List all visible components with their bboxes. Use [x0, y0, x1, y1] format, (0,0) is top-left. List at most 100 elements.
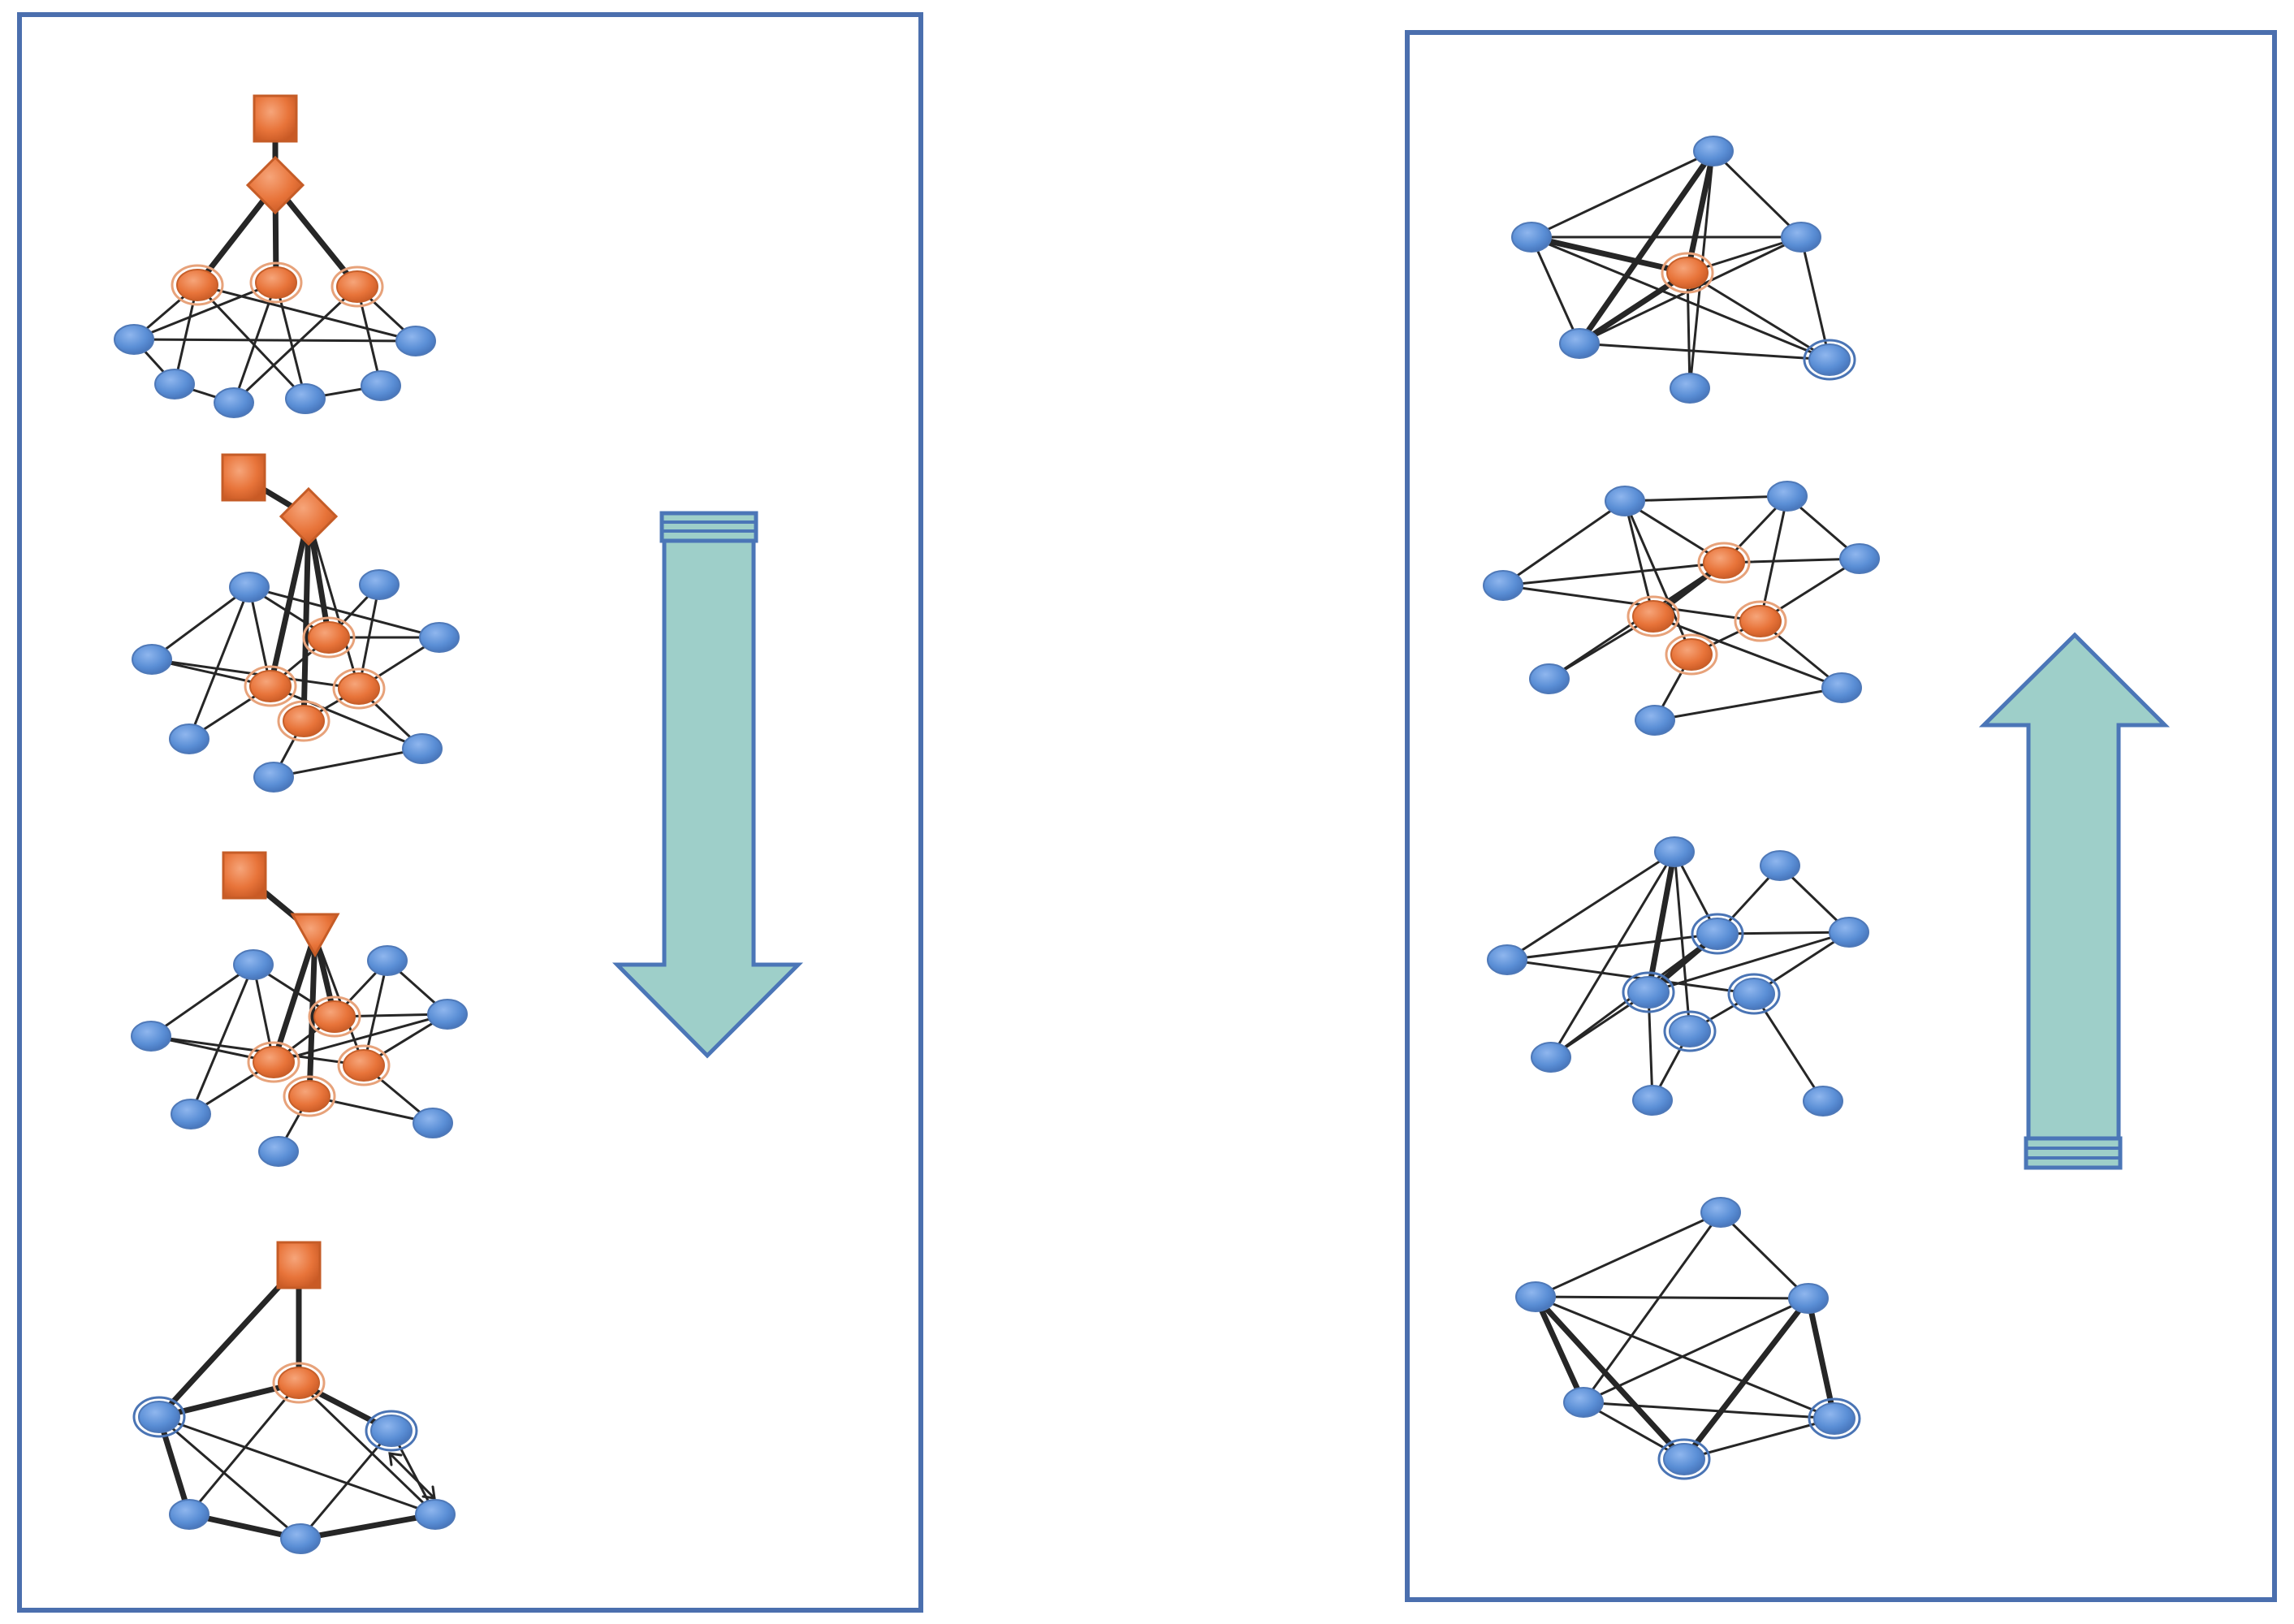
blue-node: [258, 1136, 299, 1167]
edge-line: [1652, 615, 1843, 689]
orange-node: [283, 705, 325, 737]
edge-line: [158, 1415, 302, 1540]
edge-line: [1578, 235, 1803, 345]
orange-node: [1632, 600, 1674, 633]
blue-node: [1531, 1042, 1571, 1073]
blue-node: [1605, 486, 1645, 516]
edge-line: [1653, 686, 1843, 722]
edge-line: [1578, 342, 1831, 361]
edge-line: [1582, 1401, 1836, 1420]
edge-line: [1534, 1211, 1722, 1298]
edge-line: [1532, 1294, 1587, 1406]
orange-node: [1739, 605, 1782, 637]
blue-node: [1803, 1086, 1843, 1116]
edge-line: [297, 1511, 438, 1542]
blue-node-highlighted: [1663, 1443, 1705, 1475]
blue-node: [154, 369, 195, 400]
edge-line: [272, 747, 424, 779]
edge-line: [272, 1013, 449, 1064]
blue-node: [1693, 136, 1734, 166]
edge-line: [149, 963, 255, 1038]
controller-triangle-node: [290, 913, 340, 958]
controller-square-node: [222, 851, 267, 900]
orange-node: [343, 1049, 385, 1082]
double-arrow: [388, 1452, 436, 1500]
edge-line: [248, 585, 441, 639]
highlight-ring: [171, 264, 224, 306]
edge-line: [1681, 1295, 1812, 1462]
blue-node: [1487, 944, 1527, 975]
left-panel-frame: [17, 12, 923, 1613]
edge-line: [1759, 557, 1861, 623]
orange-node: [255, 266, 297, 299]
highlight-ring: [365, 1410, 418, 1452]
blue-node: [233, 949, 274, 980]
blue-node: [169, 723, 210, 754]
blue-node: [1483, 570, 1523, 601]
blue-node: [1700, 1197, 1741, 1228]
edge-line: [1722, 557, 1861, 564]
edge-line: [1528, 234, 1691, 276]
highlight-ring: [337, 1044, 391, 1086]
edge-line: [1647, 991, 1654, 1102]
edge-line: [1530, 235, 1831, 361]
edge-line: [1683, 1417, 1836, 1461]
edge-line: [308, 1095, 434, 1125]
orange-node: [176, 269, 218, 301]
graph-r4: [1515, 1197, 1861, 1480]
orange-node: [288, 1080, 330, 1112]
edge-line: [149, 1034, 275, 1064]
nodes-group: [1515, 1197, 1861, 1480]
edge-line: [1623, 499, 1693, 656]
edge-line: [252, 963, 275, 1064]
edges-group: [1528, 148, 1831, 390]
edge-line: [1623, 499, 1726, 564]
blue-node: [1635, 705, 1675, 736]
edge-line: [1506, 958, 1756, 996]
blue-node: [171, 1099, 211, 1129]
orange-node: [1670, 638, 1713, 671]
blue-node: [359, 569, 400, 600]
graph-l4: [132, 1241, 456, 1554]
blue-node: [1511, 222, 1552, 253]
edge-line: [1712, 149, 1803, 239]
graph-l1: [114, 94, 436, 418]
graphs-layer: [114, 94, 1880, 1554]
edge-line: [1530, 235, 1581, 345]
edge-line: [1686, 271, 1831, 361]
blue-node: [427, 999, 468, 1030]
edge-line: [1501, 584, 1762, 623]
highlight-ring: [1734, 600, 1787, 642]
edge-line: [1647, 931, 1851, 994]
highlight-ring: [1808, 1397, 1861, 1440]
edge-line: [267, 513, 312, 689]
edge-line: [1799, 235, 1831, 361]
blue-node: [1829, 917, 1869, 948]
blue-node: [1760, 850, 1800, 881]
edge-line: [156, 1262, 302, 1420]
orange-node: [313, 1000, 356, 1033]
blue-node: [1559, 328, 1600, 359]
orange-node: [249, 670, 292, 702]
edge-line: [313, 932, 365, 1067]
edge-line: [1576, 148, 1717, 347]
orange-node: [253, 1046, 295, 1078]
right-panel-frame: [1405, 30, 2277, 1602]
nodes-group: [132, 453, 460, 793]
highlight-ring: [1627, 595, 1680, 637]
orange-node: [278, 1367, 320, 1399]
blue-node: [1839, 543, 1880, 574]
edge-line: [306, 931, 318, 1099]
blue-node: [413, 1108, 453, 1138]
blue-node: [1821, 672, 1862, 703]
blue-node-highlighted: [1808, 343, 1851, 376]
edge-line: [1716, 931, 1851, 935]
blue-node: [419, 622, 460, 653]
edge-line: [158, 1415, 437, 1516]
blue-node: [1529, 663, 1570, 694]
edge-line: [297, 1381, 437, 1516]
arrow-head: [388, 1452, 403, 1466]
edge-line: [1534, 1295, 1810, 1300]
edge-line: [149, 1034, 365, 1067]
arrow-head: [421, 1485, 436, 1500]
